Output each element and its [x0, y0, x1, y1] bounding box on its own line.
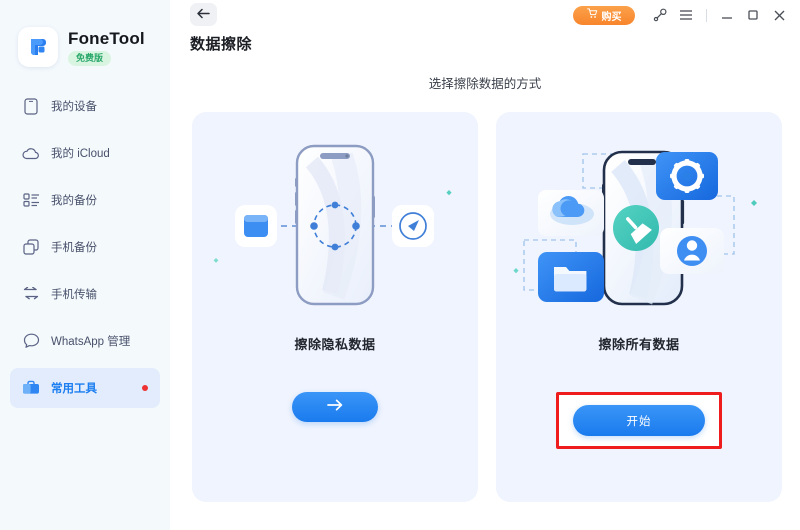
key-icon[interactable]	[647, 2, 673, 28]
card-erase-all-data[interactable]: 擦除所有数据 开始	[496, 112, 782, 502]
page-title: 数据擦除	[190, 36, 253, 53]
sidebar-item-label: WhatsApp 管理	[51, 336, 131, 348]
main-content: 购买	[170, 0, 800, 530]
sidebar-item-label: 我的设备	[51, 101, 97, 113]
copy-icon	[22, 238, 40, 256]
arrow-right-icon	[327, 398, 343, 416]
card-action: 开始	[496, 392, 782, 449]
phone-icon	[22, 97, 40, 115]
erase-privacy-start-button[interactable]	[292, 392, 378, 422]
sidebar-item-whatsapp-manage[interactable]: WhatsApp 管理	[10, 321, 160, 361]
edition-badge: 免费版	[68, 50, 112, 66]
sidebar-item-label: 常用工具	[51, 383, 97, 395]
card-action	[192, 392, 478, 422]
phone-privacy-scan-illustration	[192, 122, 478, 327]
hamburger-menu-icon[interactable]	[673, 2, 699, 28]
erase-all-start-button[interactable]: 开始	[573, 405, 705, 436]
sidebar-item-label: 我的备份	[51, 195, 97, 207]
cart-icon	[586, 8, 598, 22]
brand: FoneTool 免费版	[0, 18, 170, 72]
sidebar-item-my-icloud[interactable]: 我的 iCloud	[10, 133, 160, 173]
sidebar-item-label: 手机传输	[51, 289, 97, 301]
sidebar-item-phone-transfer[interactable]: 手机传输	[10, 274, 160, 314]
fonetool-logo-icon	[18, 27, 58, 67]
list-icon	[22, 191, 40, 209]
titlebar-divider	[706, 8, 707, 22]
sidebar-nav: 我的设备 我的 iCloud	[0, 86, 170, 415]
erase-mode-cards: 擦除隐私数据	[192, 112, 782, 502]
buy-button-label: 购买	[601, 11, 622, 23]
sidebar-item-phone-backup[interactable]: 手机备份	[10, 227, 160, 267]
buy-button[interactable]: 购买	[573, 5, 635, 25]
chat-icon	[22, 332, 40, 350]
notification-dot	[142, 385, 148, 391]
card-erase-privacy-data[interactable]: 擦除隐私数据	[192, 112, 478, 502]
window-titlebar: 购买	[170, 0, 800, 30]
button-label: 开始	[626, 415, 652, 428]
sidebar-item-my-backup[interactable]: 我的备份	[10, 180, 160, 220]
sidebar-item-my-device[interactable]: 我的设备	[10, 86, 160, 126]
sidebar: FoneTool 免费版 我的设备 我的 iCloud	[0, 0, 170, 530]
arrow-left-icon	[197, 6, 210, 24]
sidebar-item-label: 我的 iCloud	[51, 148, 110, 160]
close-icon[interactable]	[766, 2, 792, 28]
sidebar-item-label: 手机备份	[51, 242, 97, 254]
sidebar-item-common-tools[interactable]: 常用工具	[10, 368, 160, 408]
brand-name: FoneTool	[68, 28, 145, 48]
maximize-icon[interactable]	[740, 2, 766, 28]
section-subtitle: 选择擦除数据的方式	[428, 77, 542, 91]
back-row	[190, 3, 217, 26]
minimize-icon[interactable]	[714, 2, 740, 28]
back-button[interactable]	[190, 3, 217, 26]
cloud-icon	[22, 144, 40, 162]
transfer-icon	[22, 285, 40, 303]
toolbox-icon	[22, 379, 40, 397]
start-button-highlight: 开始	[556, 392, 722, 449]
phone-full-erase-illustration	[496, 122, 782, 327]
card-title: 擦除所有数据	[598, 337, 680, 352]
card-title: 擦除隐私数据	[294, 337, 376, 352]
